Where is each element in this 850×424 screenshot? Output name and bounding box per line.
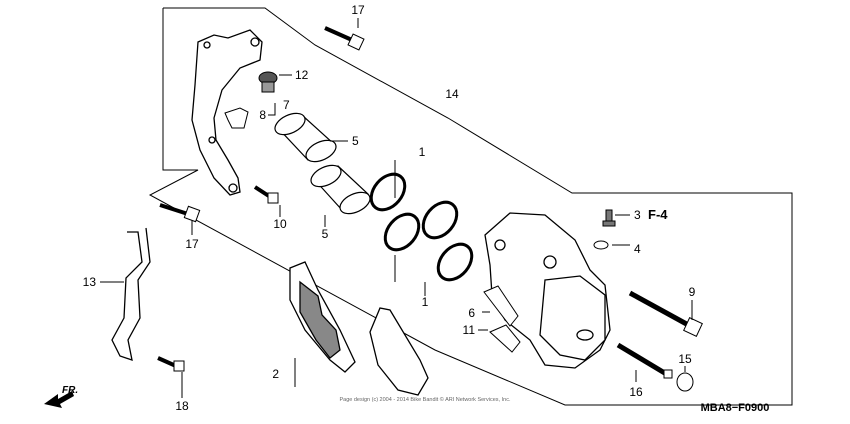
pad-spring-part-6 (483, 285, 519, 327)
callout-part-8: 8 (259, 108, 266, 122)
front-arrow-icon (44, 391, 74, 408)
piston-seals-part-1 (369, 172, 474, 282)
bleeder-valve-part-3 (602, 209, 616, 227)
callout-part-15: 15 (678, 352, 692, 366)
section-reference-label: F-4 (648, 207, 668, 222)
bolt-lower-part-17 (159, 203, 201, 223)
slide-pin-part-10 (253, 185, 279, 204)
plug-part-15 (676, 372, 694, 392)
callout-part-16: 16 (629, 385, 643, 399)
front-direction-indicator: FR. (44, 385, 78, 408)
bolt-part-11 (489, 324, 521, 353)
callout-part-18: 18 (175, 399, 189, 413)
callout-part-6: 6 (468, 306, 475, 320)
assembly-outline (148, 7, 793, 406)
callout-part-1-top: 1 (419, 145, 426, 159)
caliper-body (484, 212, 611, 369)
callout-part-14: 14 (445, 87, 459, 101)
callout-part-9: 9 (689, 285, 696, 299)
callout-part-5-lower: 5 (322, 227, 329, 241)
pad-retainer-part-13 (111, 227, 151, 361)
callout-part-7: 7 (283, 98, 290, 112)
piston-upper-part-5 (274, 112, 337, 163)
copyright-note: Page design (c) 2004 - 2014 Bike Bandit … (340, 396, 511, 403)
bolt-part-18 (157, 356, 185, 372)
leader-lines (100, 18, 693, 398)
callout-part-1-bottom: 1 (422, 295, 429, 309)
callout-part-17-lower: 17 (185, 237, 199, 251)
caliper-bracket (191, 29, 263, 196)
callout-part-13: 13 (83, 275, 97, 289)
bleeder-cap-part-4 (593, 240, 609, 250)
bracket-bolt-part-12 (258, 71, 278, 93)
pad-clip-part-8 (224, 107, 249, 129)
callout-part-4: 4 (634, 242, 641, 256)
callout-part-3: 3 (634, 208, 641, 222)
brake-pad-front-part-2 (289, 261, 356, 373)
piston-lower-part-5 (310, 164, 371, 215)
callout-part-2: 2 (272, 367, 279, 381)
bolt-upper-part-17 (324, 26, 365, 51)
callout-labels: 1 1 2 3 4 5 5 6 7 8 9 10 11 12 13 14 15 … (83, 3, 696, 413)
callout-part-5-upper: 5 (352, 134, 359, 148)
callout-part-17-upper: 17 (351, 3, 365, 17)
diagram-part-code: MBA8−F0900 (701, 402, 770, 414)
callout-part-12: 12 (295, 68, 309, 82)
pad-pin-part-16 (616, 342, 673, 379)
callout-part-10: 10 (273, 217, 287, 231)
callout-part-11: 11 (463, 323, 476, 337)
brake-pad-rear-part-2 (369, 307, 429, 396)
front-label: FR. (62, 385, 78, 396)
pad-pin-part-9 (628, 290, 703, 337)
